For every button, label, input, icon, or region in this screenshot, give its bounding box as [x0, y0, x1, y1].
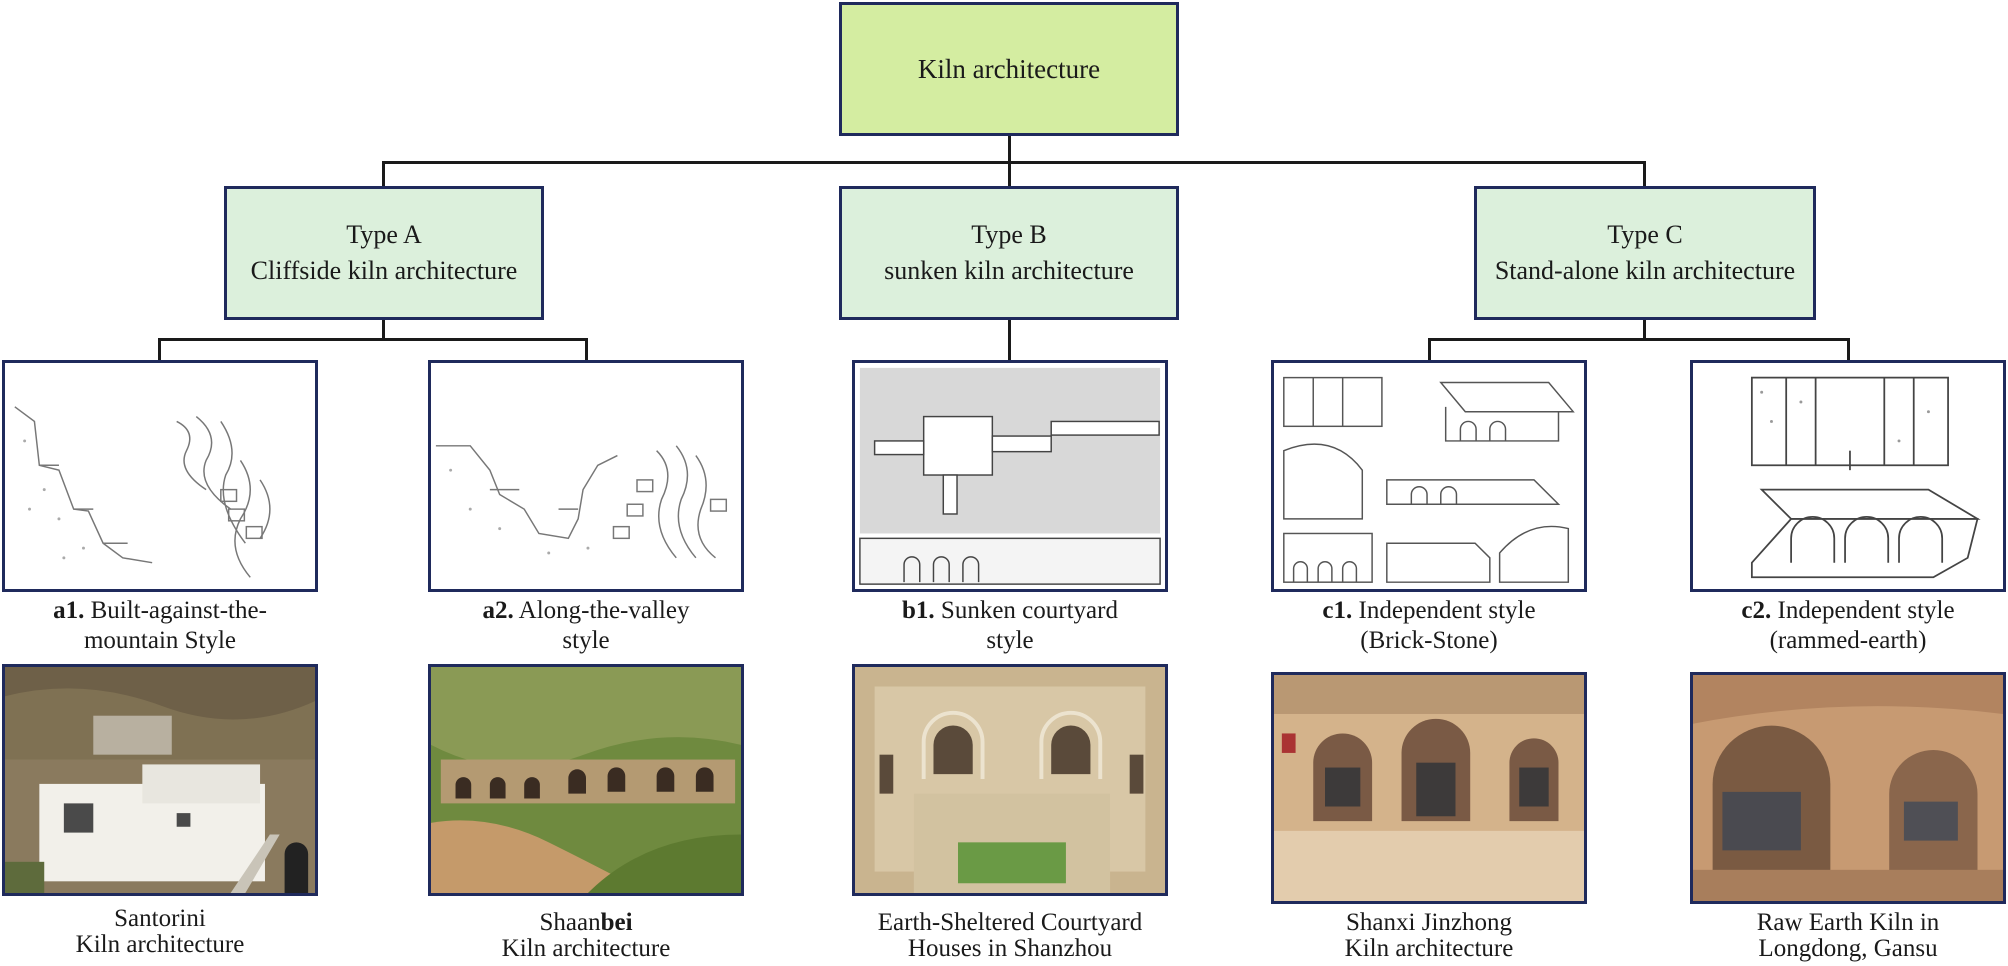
type-c-subtitle: Stand-alone kiln architecture [1494, 256, 1796, 285]
connector [1008, 136, 1011, 163]
shanzhou-label-line1: Earth-Sheltered Courtyard [877, 909, 1143, 936]
connector [382, 161, 385, 186]
connector [158, 338, 588, 341]
a2-code: a2. [482, 597, 514, 624]
c2-sketch-image [1690, 360, 2006, 592]
jinzhong-label-line2: Kiln architecture [1344, 935, 1514, 962]
type-c-title: Type C [1607, 220, 1683, 249]
longdong-label: Raw Earth Kiln in Longdong, Gansu [1688, 910, 2008, 962]
c1-caption-line2: (Brick-Stone) [1360, 627, 1498, 654]
santorini-photo [2, 664, 318, 896]
jinzhong-photo [1271, 672, 1587, 904]
b1-code: b1. [902, 597, 935, 624]
shanzhou-label: Earth-Sheltered Courtyard Houses in Shan… [850, 910, 1170, 962]
santorini-label-line2: Kiln architecture [75, 931, 245, 958]
a1-caption: a1. Built-against-the- mountain Style [0, 596, 320, 656]
c2-caption: c2. Independent style (rammed-earth) [1688, 596, 2008, 656]
type-b-title: Type B [971, 220, 1047, 249]
a1-sketch-image [2, 360, 318, 592]
connector [1008, 161, 1011, 186]
b1-sketch-image [852, 360, 1168, 592]
shaanbei-photo [428, 664, 744, 896]
c1-sketch-image [1271, 360, 1587, 592]
a1-caption-line1: Built-against-the- [90, 597, 267, 624]
a2-sketch-image [428, 360, 744, 592]
shaanbei-label-line2: Kiln architecture [501, 935, 671, 962]
shaanbei-label: Shaanbei Kiln architecture [426, 910, 746, 962]
shanzhou-label-line2: Houses in Shanzhou [907, 935, 1113, 962]
connector [382, 320, 385, 340]
type-a-title: Type A [346, 220, 422, 249]
jinzhong-label-line1: Shanxi Jinzhong [1346, 909, 1512, 936]
type-a-node: Type A Cliffside kiln architecture [224, 186, 544, 320]
type-c-node: Type C Stand-alone kiln architecture [1474, 186, 1816, 320]
connector [382, 161, 1646, 164]
b1-caption-line1: Sunken courtyard [940, 597, 1118, 624]
shaanbei-label-part1: Shaan [539, 909, 601, 936]
a2-caption: a2. Along-the-valley style [426, 596, 746, 656]
a2-caption-line1: Along-the-valley [518, 597, 690, 624]
a1-code: a1. [53, 597, 85, 624]
santorini-label-line1: Santorini [114, 905, 206, 932]
connector [1008, 320, 1011, 360]
c1-caption: c1. Independent style (Brick-Stone) [1269, 596, 1589, 656]
connector [1428, 338, 1431, 360]
longdong-label-line1: Raw Earth Kiln in [1756, 909, 1940, 936]
c2-caption-line1: Independent style [1777, 597, 1955, 624]
root-label: Kiln architecture [917, 53, 1101, 84]
connector [1428, 338, 1850, 341]
c1-caption-line1: Independent style [1358, 597, 1536, 624]
type-b-subtitle: sunken kiln architecture [884, 256, 1134, 285]
type-b-node: Type B sunken kiln architecture [839, 186, 1179, 320]
shaanbei-label-part2: bei [600, 909, 633, 936]
a2-caption-line2: style [562, 627, 610, 654]
root-node: Kiln architecture [839, 2, 1179, 136]
longdong-photo [1690, 672, 2006, 904]
type-a-subtitle: Cliffside kiln architecture [250, 256, 518, 285]
connector [158, 338, 161, 360]
shanzhou-photo [852, 664, 1168, 896]
c2-caption-line2: (rammed-earth) [1769, 627, 1927, 654]
longdong-label-line2: Longdong, Gansu [1758, 935, 1938, 962]
connector [1643, 320, 1646, 340]
c1-code: c1. [1322, 597, 1353, 624]
connector [585, 338, 588, 360]
jinzhong-label: Shanxi Jinzhong Kiln architecture [1269, 910, 1589, 962]
b1-caption: b1. Sunken courtyard style [850, 596, 1170, 656]
c2-code: c2. [1741, 597, 1772, 624]
a1-caption-line2: mountain Style [83, 627, 237, 654]
santorini-label: Santorini Kiln architecture [0, 906, 320, 958]
b1-caption-line2: style [986, 627, 1034, 654]
connector [1643, 161, 1646, 186]
connector [1847, 338, 1850, 360]
